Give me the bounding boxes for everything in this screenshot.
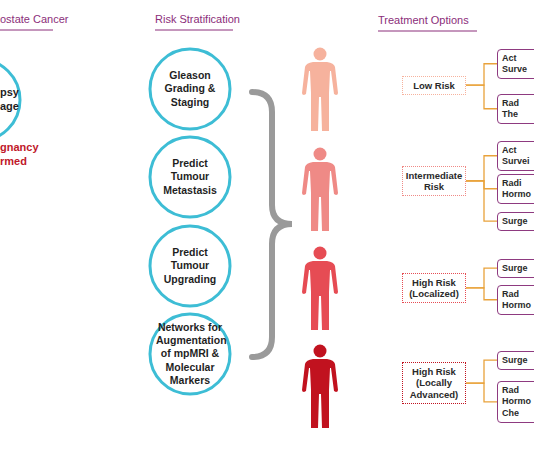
node-text: Radi Hormo xyxy=(502,178,534,201)
text-wrap: Intermediate Risk xyxy=(405,170,463,193)
treatment-box: Surge xyxy=(497,259,534,278)
text-wrap: Networks for Augmentation of mpMRI & Mol… xyxy=(156,321,224,387)
connector xyxy=(466,360,497,383)
header-underline xyxy=(0,30,53,31)
header-underline xyxy=(155,30,233,31)
person-figure xyxy=(302,345,338,429)
curly-brace xyxy=(252,92,292,357)
text-wrap: Act Survei xyxy=(502,145,534,168)
connector xyxy=(466,288,497,300)
node-text: Intermediate Risk xyxy=(405,170,463,193)
header-underline xyxy=(378,31,477,32)
node-text: Rad Hormo Che xyxy=(502,385,534,419)
node-text: Surge xyxy=(502,216,534,227)
connector xyxy=(466,64,497,85)
status-note: gnancy rmed xyxy=(0,140,44,168)
treatment-box: Rad Hormo xyxy=(497,285,534,316)
treatment-box: Surge xyxy=(497,212,534,231)
text-wrap: Predict Tumour Metastasis xyxy=(156,157,224,196)
text-wrap: Low Risk xyxy=(405,80,463,91)
column-header: Treatment Options xyxy=(378,14,469,26)
treatment-box: Rad The xyxy=(497,94,534,125)
node-text: High Risk (Locally Advanced) xyxy=(405,366,463,400)
risk-box: Intermediate Risk xyxy=(402,166,466,197)
text-wrap: Act Surve xyxy=(502,53,534,76)
text-wrap: High Risk (Localized) xyxy=(405,277,463,300)
column-header: ostate Cancer xyxy=(0,13,68,25)
risk-box: Low Risk xyxy=(402,76,466,95)
person-figure xyxy=(302,148,338,232)
person-figure xyxy=(302,48,338,132)
person-figure xyxy=(302,247,338,331)
column-header: Risk Stratification xyxy=(155,13,240,25)
node-text: Low Risk xyxy=(405,80,463,91)
text-wrap: Predict Tumour Upgrading xyxy=(156,246,224,285)
connector xyxy=(466,181,497,221)
circle-shape xyxy=(150,49,230,129)
node-text: psy age xyxy=(0,86,22,114)
circle-shape xyxy=(150,314,230,394)
stage-circle: psy age xyxy=(0,57,22,143)
treatment-box: Radi Hormo xyxy=(497,174,534,205)
text-wrap: Radi Hormo xyxy=(502,178,534,201)
treatment-box: Rad Hormo Che xyxy=(497,381,534,423)
node-text: Predict Tumour Metastasis xyxy=(156,157,224,196)
text-wrap: Surge xyxy=(502,216,534,227)
node-text: Rad Hormo xyxy=(502,289,534,312)
text-wrap: Surge xyxy=(502,263,534,274)
connector xyxy=(466,156,497,181)
text-wrap: Rad Hormo Che xyxy=(502,385,534,419)
text-wrap: Gleason Grading & Staging xyxy=(156,69,224,108)
node-text: Rad The xyxy=(502,98,534,121)
node-text: Surge xyxy=(502,263,534,274)
circle-shape xyxy=(150,226,230,306)
circle-shape xyxy=(150,137,230,217)
node-text: Act Survei xyxy=(502,145,534,168)
text-wrap: Rad The xyxy=(502,98,534,121)
stage-circle: Gleason Grading & Staging xyxy=(148,47,232,131)
node-text: Act Surve xyxy=(502,53,534,76)
risk-box: High Risk (Localized) xyxy=(402,273,466,304)
treatment-box: Surge xyxy=(497,351,534,370)
connector xyxy=(466,181,497,189)
stage-circle: Networks for Augmentation of mpMRI & Mol… xyxy=(148,312,232,396)
risk-box: High Risk (Locally Advanced) xyxy=(402,362,466,404)
connector xyxy=(466,268,497,288)
node-text: Predict Tumour Upgrading xyxy=(156,246,224,285)
node-text: Networks for Augmentation of mpMRI & Mol… xyxy=(156,321,224,387)
connector xyxy=(466,383,497,402)
node-text: Gleason Grading & Staging xyxy=(156,69,224,108)
treatment-box: Act Survei xyxy=(497,141,534,172)
stage-circle: Predict Tumour Metastasis xyxy=(148,135,232,219)
text-wrap: psy age xyxy=(0,86,22,114)
text-wrap: High Risk (Locally Advanced) xyxy=(405,366,463,400)
node-text: Surge xyxy=(502,355,534,366)
text-wrap: Surge xyxy=(502,355,534,366)
stage-circle: Predict Tumour Upgrading xyxy=(148,224,232,308)
connector xyxy=(466,85,497,109)
node-text: High Risk (Localized) xyxy=(405,277,463,300)
text-wrap: Rad Hormo xyxy=(502,289,534,312)
treatment-box: Act Surve xyxy=(497,49,534,80)
